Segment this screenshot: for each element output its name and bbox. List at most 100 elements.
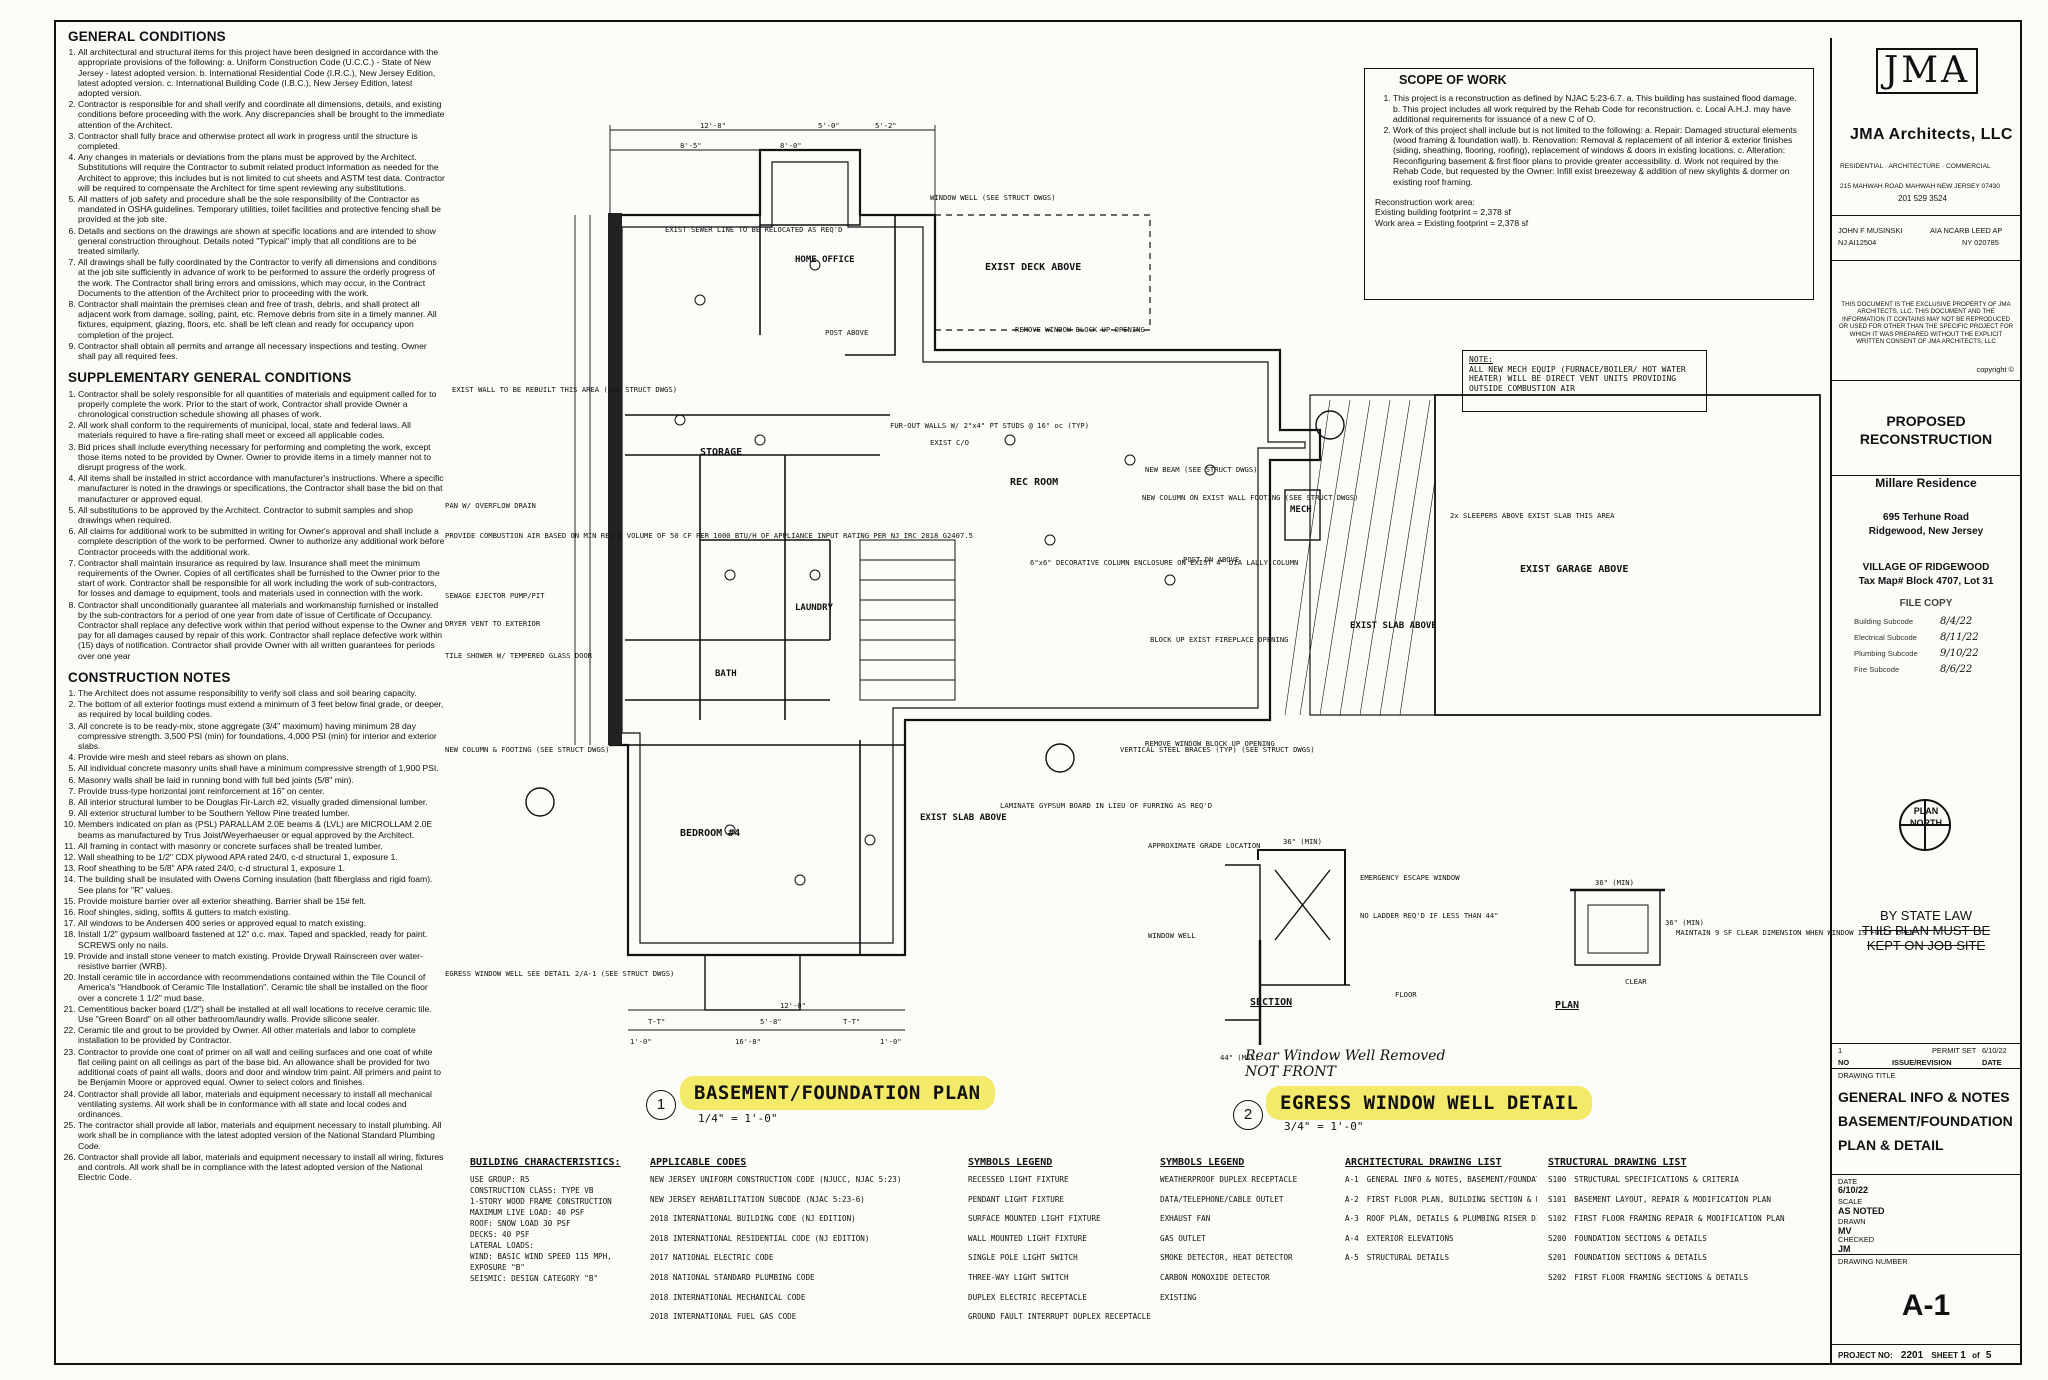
date-value: 6/10/22	[1838, 1185, 1869, 1195]
codes-title: APPLICABLE CODES	[650, 1157, 747, 1168]
list-item: Work of this project shall include but i…	[1393, 125, 1803, 187]
rev-h1: NO	[1838, 1058, 1850, 1067]
plan-detail-label: PLAN	[1555, 1000, 1579, 1011]
handwritten-note: Rear Window Well Removed NOT FRONT	[1245, 1048, 1446, 1080]
room-bath: BATH	[715, 669, 737, 679]
sheet-total: 5	[1985, 1350, 1992, 1361]
scope-area-title: Reconstruction work area:	[1375, 197, 1475, 208]
list-item: NEW JERSEY REHABILITATION SUBCODE (NJAC …	[650, 1194, 865, 1204]
residence-cell: Millare Residence 695 Terhune Road Ridge…	[1832, 476, 2020, 961]
foundation-wall	[608, 148, 1322, 957]
room-laundry: LAUNDRY	[795, 603, 834, 613]
exist-slab-label-1: EXIST SLAB ABOVE	[1350, 621, 1437, 631]
list-item: All substitutions to be approved by the …	[78, 505, 445, 525]
plan-dim-11: 1'-0"	[880, 1037, 902, 1046]
list-item: 2018 INTERNATIONAL MECHANICAL CODE	[650, 1292, 806, 1302]
list-item: Contractor shall maintain the premises c…	[78, 299, 445, 340]
detail-dim-1: 44" (MAX)	[1220, 1053, 1259, 1062]
detail-note-6: CLEAR	[1625, 977, 1647, 986]
supplementary-conditions-list: Contractor shall be solely responsible f…	[60, 389, 445, 661]
list-item: USE GROUP: R5	[470, 1175, 530, 1184]
plan-note-22: POST ABOVE	[825, 328, 868, 337]
firm-cell: JMA JMA Architects, LLC RESIDENTIAL · AR…	[1832, 38, 2020, 216]
list-item: A-2	[1345, 1194, 1359, 1204]
symbols1-title: SYMBOLS LEGEND	[968, 1157, 1053, 1168]
list-item: 2018 INTERNATIONAL FUEL GAS CODE	[650, 1312, 797, 1322]
jma-logo: JMA	[1876, 48, 1978, 94]
residence-street: 695 Terhune Road	[1883, 512, 1969, 523]
list-item: NEW JERSEY UNIFORM CONSTRUCTION CODE (NJ…	[650, 1175, 902, 1184]
list-item: All concrete is to be ready-mix, stone a…	[78, 721, 445, 752]
sheet-border	[54, 20, 2022, 1365]
drawn-label: DRAWN	[1838, 1217, 1866, 1226]
list-item: Details and sections on the drawings are…	[78, 226, 445, 257]
exist-garage	[1434, 394, 1821, 716]
scope-area-2: Work area = Existing footprint = 2,378 s…	[1375, 217, 1529, 228]
list-item: A-4	[1345, 1233, 1359, 1243]
firm-address: 215 MAHWAH ROAD MAHWAH NEW JERSEY 07430	[1840, 183, 2000, 190]
list-item: Contractor shall provide all labor, mate…	[78, 1089, 445, 1120]
list-item: DATA/TELEPHONE/CABLE OUTLET	[1160, 1194, 1284, 1204]
drawing-title-label: DRAWING TITLE	[1838, 1071, 1896, 1080]
rev-desc: PERMIT SET	[1932, 1046, 1977, 1055]
plan-dim-4: 8'-0"	[780, 141, 802, 150]
symbols2-title: SYMBOLS LEGEND	[1160, 1157, 1245, 1168]
list-item: EXHAUST FAN	[1160, 1214, 1211, 1224]
kept-on-site: KEPT ON JOB SITE	[1866, 938, 1986, 953]
list-item: SURFACE MOUNTED LIGHT FIXTURE	[968, 1214, 1101, 1224]
drawing-number: A-1	[1901, 1289, 1951, 1322]
north-label-2: NORTH	[1910, 818, 1942, 828]
list-item: THREE-WAY LIGHT SWITCH	[968, 1272, 1069, 1282]
list-item: All matters of job safety and procedure …	[78, 194, 445, 225]
detail-dim-3: 36" (MIN)	[1665, 918, 1704, 927]
drawing-title-cell: DRAWING TITLE GENERAL INFO & NOTES BASEM…	[1832, 1069, 2020, 1175]
mech-note-box: NOTE: ALL NEW MECH EQUIP (FURNACE/BOILER…	[1462, 350, 1707, 412]
list-item: Contractor shall fully brace and otherwi…	[78, 131, 445, 151]
plan-dim-1: 5'-0"	[818, 121, 840, 130]
plan-scale: 1/4" = 1'-0"	[698, 1112, 778, 1125]
plan-dim-8: 16'-8"	[735, 1037, 761, 1046]
list-item: Contractor shall unconditionally guarant…	[78, 600, 445, 661]
list-item: The building shall be insulated with Owe…	[78, 874, 445, 894]
plan-note-0: WINDOW WELL (SEE STRUCT DWGS)	[930, 193, 1056, 202]
list-item: SINGLE POLE LIGHT SWITCH	[968, 1253, 1078, 1263]
sheet-label: SHEET	[1931, 1351, 1959, 1360]
plan-note-5: PAN W/ OVERFLOW DRAIN	[445, 501, 536, 510]
list-item: S100	[1548, 1175, 1567, 1184]
firm-phone: 201 529 3524	[1898, 194, 1947, 203]
egress-section	[1225, 849, 1350, 1045]
drawn-value: MV	[1838, 1226, 1852, 1236]
list-item: This project is a reconstruction as defi…	[1393, 93, 1803, 124]
list-item: WEATHERPROOF DUPLEX RECEPTACLE	[1160, 1175, 1298, 1184]
scale-label: SCALE	[1838, 1197, 1863, 1206]
list-item: A-5	[1345, 1253, 1359, 1263]
list-item: All exterior structural lumber to be Sou…	[78, 808, 445, 818]
detail-note-1: EMERGENCY ESCAPE WINDOW	[1360, 873, 1460, 882]
project-no: 2201	[1900, 1350, 1924, 1361]
list-item: All framing in contact with masonry or c…	[78, 841, 445, 851]
plan-note-8: DRYER VENT TO EXTERIOR	[445, 619, 541, 628]
egress-plan	[1570, 888, 1665, 966]
list-item: WIND: BASIC WIND SPEED 115 MPH, EXPOSURE…	[470, 1252, 612, 1272]
architect-cell: JOHN F MUSINSKI NJ AI12504 AIA NCARB LEE…	[1832, 216, 2020, 261]
list-item: 2017 NATIONAL ELECTRIC CODE	[650, 1253, 774, 1263]
scope-of-work-box: SCOPE OF WORK This project is a reconstr…	[1364, 68, 1814, 300]
list-item: The bottom of all exterior footings must…	[78, 699, 445, 719]
scope-area-1: Existing building footprint = 2,378 sf	[1375, 207, 1511, 218]
plan-dim-9: 1'-0"	[630, 1037, 652, 1046]
project-type-1: PROPOSED	[1886, 413, 1966, 429]
revision-cell: 1 PERMIT SET 6/10/22 NO ISSUE/REVISION D…	[1832, 1043, 2020, 1069]
list-item: FOUNDATION SECTIONS & DETAILS	[1574, 1233, 1707, 1243]
list-item: All items shall be installed in strict a…	[78, 473, 445, 504]
list-item: Fire Subcode	[1854, 665, 1900, 674]
applicable-codes: APPLICABLE CODES NEW JERSEY UNIFORM CONS…	[650, 1156, 940, 1327]
date-label: DATE	[1838, 1177, 1858, 1186]
